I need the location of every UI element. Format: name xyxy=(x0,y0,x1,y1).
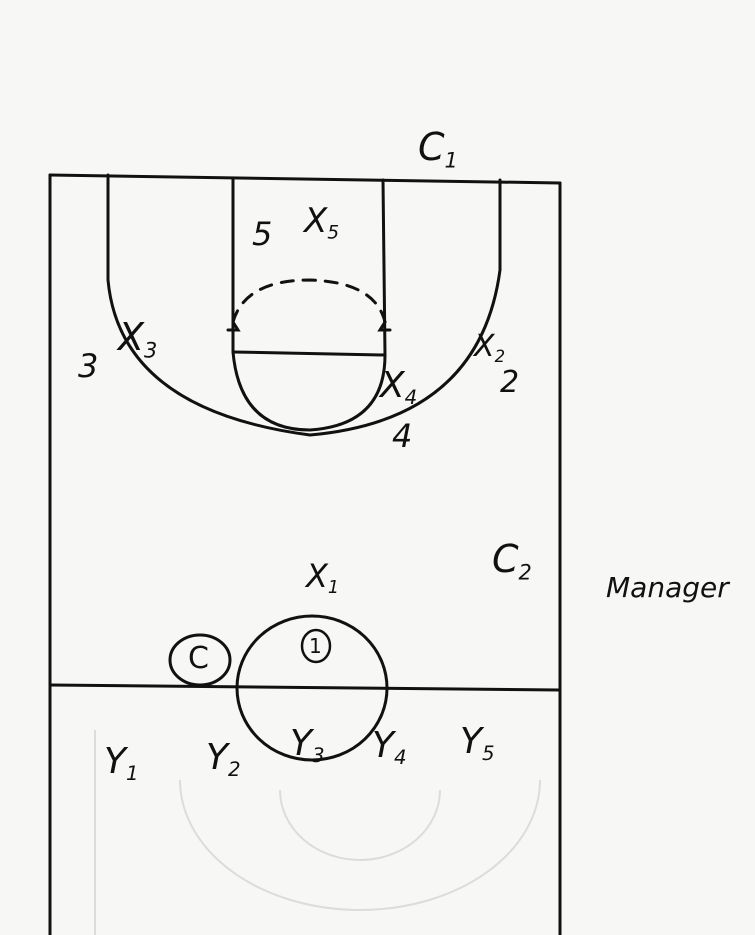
arrow-head-left xyxy=(226,320,241,332)
defender-x4-label: X4 xyxy=(380,365,418,409)
court-baseline xyxy=(48,173,562,185)
y3-label: Y3 xyxy=(290,723,325,767)
defender-x5-label: X5 xyxy=(304,201,340,244)
defender-x2-label: X2 xyxy=(474,329,506,366)
half-court-line xyxy=(48,683,562,692)
player-2-label: 2 xyxy=(500,365,520,400)
y1-label: Y1 xyxy=(104,741,139,785)
ball-marker-circle xyxy=(300,628,332,664)
ball-marker-label: 1 xyxy=(309,634,322,658)
free-throw-line xyxy=(231,350,387,357)
bleed-through-lines xyxy=(94,730,541,935)
three-point-line xyxy=(106,173,502,437)
player-5-label: 5 xyxy=(252,215,273,253)
y5-label: Y5 xyxy=(460,721,495,765)
coach-marker-label: C xyxy=(188,641,209,676)
y2-label: Y2 xyxy=(206,737,241,781)
defender-x1-label: X1 xyxy=(306,557,340,599)
manager-label: Manager xyxy=(606,571,729,604)
defender-x3-label: X3 xyxy=(118,315,158,363)
free-throw-circle xyxy=(231,350,387,432)
center-circle xyxy=(235,614,389,762)
player-4-label: 4 xyxy=(392,417,413,455)
y4-label: Y4 xyxy=(372,725,407,769)
coach-marker-circle xyxy=(168,633,232,687)
arrow-head-right xyxy=(377,320,392,332)
coach-c1-label: C1 xyxy=(418,125,458,173)
lane-right xyxy=(381,178,387,357)
player-3-label: 3 xyxy=(78,347,99,385)
free-throw-circle-dashed xyxy=(231,278,387,324)
coach-c2-label: C2 xyxy=(492,537,532,585)
